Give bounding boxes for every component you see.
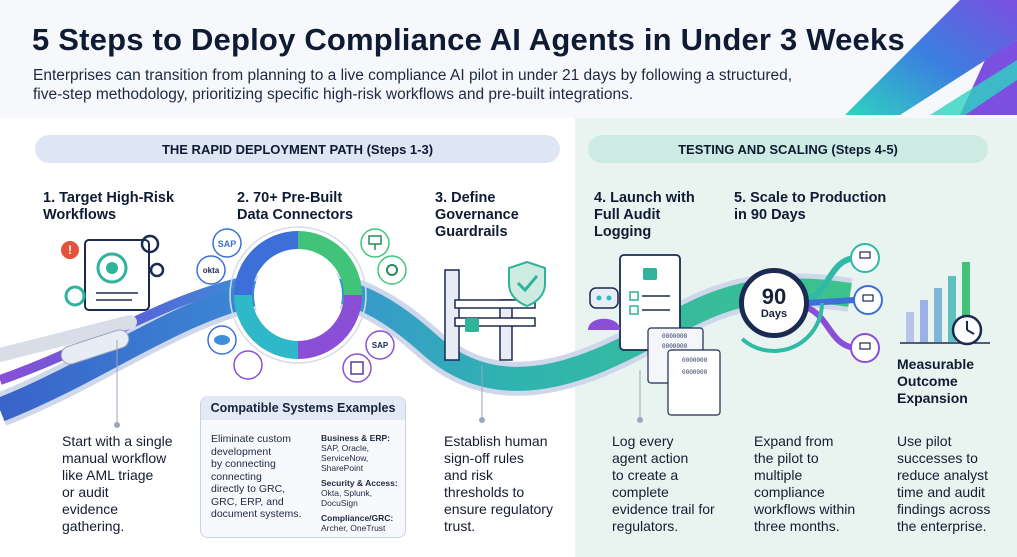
step-4-title: 4. Launch with Full Audit Logging <box>594 190 695 240</box>
network-icon <box>368 235 382 250</box>
step-1-title: 1. Target High-Risk Workflows <box>43 190 175 223</box>
connector-hub-icon <box>196 226 407 383</box>
stopwatch-icon <box>951 314 983 346</box>
step-3-title: 3. Define Governance Guardrails <box>435 190 519 240</box>
log-line-2: 0000000 <box>662 343 688 350</box>
outcome-title: Measurable Outcome Expansion <box>897 356 975 406</box>
svg-text:!: ! <box>68 243 72 257</box>
badge-unit: Days <box>760 308 788 320</box>
header-background <box>0 0 1017 118</box>
step-1-description: Start with a single manual workflow like… <box>62 433 173 534</box>
scale-branches <box>806 243 883 363</box>
robot-icon <box>588 287 620 330</box>
step-5-title: 5. Scale to Production in 90 Days <box>734 190 887 223</box>
system-group-items: Archer, OneTrust <box>321 523 386 533</box>
sap-logo-2: SAP <box>372 341 389 350</box>
log-line-4: 0000000 <box>682 369 708 376</box>
log-line-1: 0000000 <box>662 333 688 340</box>
okta-logo: okta <box>203 266 220 275</box>
system-group-heading: Security & Access: <box>321 478 398 488</box>
log-line-3: 0000000 <box>682 357 708 364</box>
phase-banner-rapid: THE RAPID DEPLOYMENT PATH (Steps 1-3) <box>35 135 560 163</box>
systems-box-description: Eliminate custom development by connecti… <box>211 433 302 520</box>
step-2-title: 2. 70+ Pre-Built Data Connectors <box>237 190 354 223</box>
growth-bars-icon <box>900 262 990 344</box>
page-title: 5 Steps to Deploy Compliance AI Agents i… <box>32 22 905 57</box>
system-group: Business & ERP: SAP, Oracle, ServiceNow,… <box>321 433 405 473</box>
compatible-systems-box: Compatible Systems Examples Eliminate cu… <box>200 396 406 538</box>
sap-logo-1: SAP <box>218 239 237 249</box>
corner-decoration <box>845 0 1017 115</box>
outcome-description: Use pilot successes to reduce analyst ti… <box>897 433 991 534</box>
leader-lines <box>114 340 643 428</box>
ring-arcs <box>724 253 824 353</box>
systems-list: Business & ERP: SAP, Oracle, ServiceNow,… <box>321 433 405 538</box>
system-group: Security & Access: Okta, Splunk, DocuSig… <box>321 478 405 508</box>
system-group-heading: Compliance/GRC: <box>321 513 394 523</box>
shield-icon <box>508 260 546 308</box>
badge-number: 90 <box>761 284 787 309</box>
step-5-description: Expand from the pilot to multiple compli… <box>754 433 856 534</box>
system-group-items: SAP, Oracle, ServiceNow, SharePoint <box>321 443 370 473</box>
phase-banner-testing: TESTING AND SCALING (Steps 4-5) <box>588 135 988 163</box>
system-group: Compliance/GRC: Archer, OneTrust <box>321 513 405 533</box>
systems-box-title: Compatible Systems Examples <box>201 396 405 420</box>
ninety-days-badge: 90 Days <box>739 268 809 338</box>
audit-log-icon <box>619 254 721 416</box>
step-3-description: Establish human sign-off rules and risk … <box>444 433 553 534</box>
target-document-icon <box>64 234 165 311</box>
system-group-heading: Business & ERP: <box>321 433 390 443</box>
page-subtitle: Enterprises can transition from planning… <box>33 67 793 103</box>
governance-gate-icon <box>444 269 536 361</box>
system-group-items: Okta, Splunk, DocuSign <box>321 488 373 508</box>
warning-icon: ! <box>61 241 79 259</box>
step-4-description: Log every agent action to create a compl… <box>612 433 715 534</box>
